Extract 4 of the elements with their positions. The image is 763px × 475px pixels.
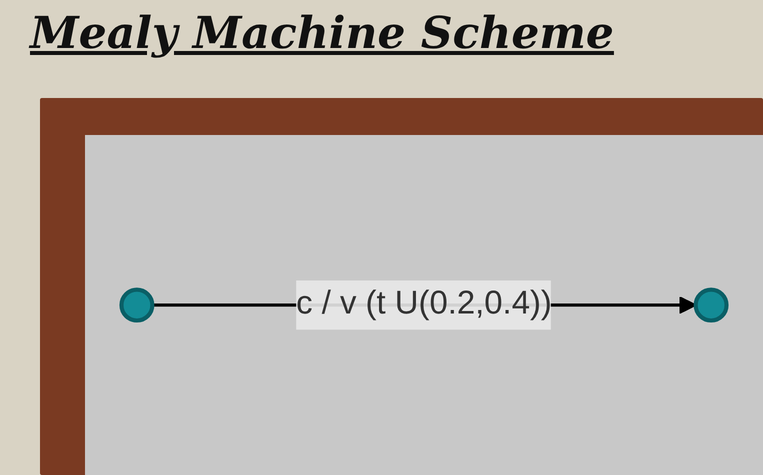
diagram-title: Mealy Machine Scheme	[30, 8, 614, 59]
node-circle	[694, 288, 729, 322]
node-circle	[119, 288, 154, 322]
state-diagram: c / v (t U(0.2,0.4))	[105, 264, 743, 346]
